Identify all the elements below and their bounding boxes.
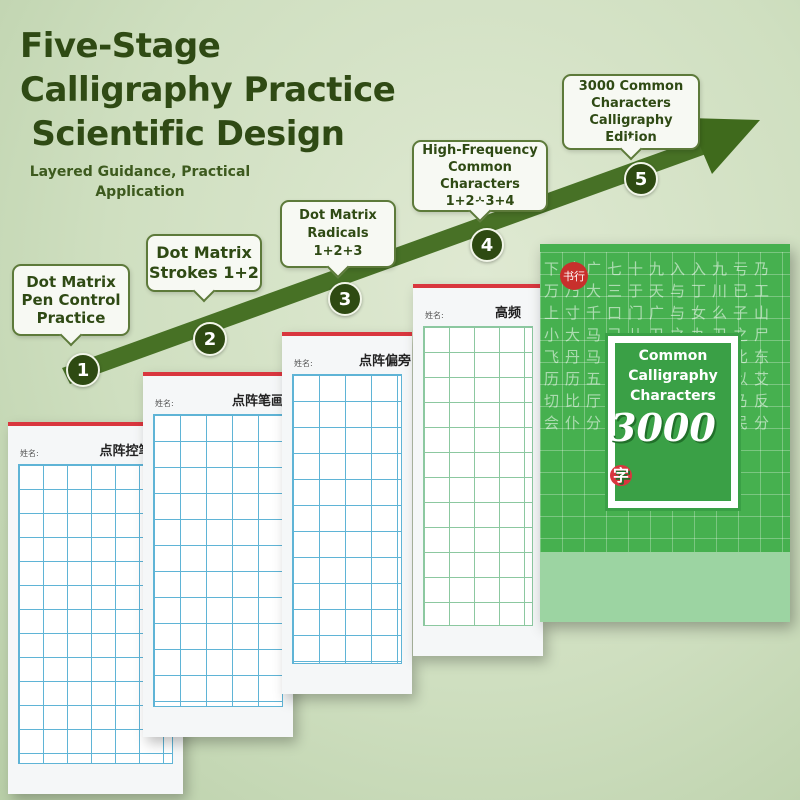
- stage-label-line: Characters: [440, 177, 520, 192]
- cover-number-suffix: 字: [610, 464, 633, 486]
- stage-label-line: 1+2+3: [313, 244, 363, 259]
- stage-label-line: Common: [448, 160, 512, 175]
- stage-2-badge: 2: [193, 322, 227, 356]
- stage-3-bubble: Dot Matrix Radicals 1+2+3: [280, 200, 396, 268]
- stage-label-line: Dot Matrix: [299, 208, 377, 223]
- stage-label-line: Edition: [605, 130, 657, 145]
- stage-label-line: Dot Matrix: [156, 243, 252, 262]
- stage-label-line: Dot Matrix: [26, 273, 116, 291]
- sheet-header: 点阵笔画: [231, 394, 284, 409]
- cover-label-line-1: Common: [638, 348, 708, 365]
- stage-4-bubble: High-Frequency Common Characters 1+2+3+4: [412, 140, 548, 212]
- stage-3-badge: 3: [328, 282, 362, 316]
- subtitle-line-1: Layered Guidance, Practical: [29, 164, 251, 180]
- stage-label-line: Practice: [36, 309, 106, 327]
- stage-label-line: Strokes 1+2: [149, 263, 259, 282]
- stage-label-line: Calligraphy: [589, 113, 673, 128]
- subtitle-line-2: Application: [95, 184, 185, 200]
- sheet-header: 高频: [494, 306, 521, 321]
- dot-matrix-grid: [292, 374, 402, 664]
- page-title: Five-Stage Calligraphy Practice Scientif…: [20, 24, 396, 156]
- sheet-header: 点阵偏旁: [358, 354, 411, 369]
- stage-label-line: Pen Control: [21, 291, 121, 309]
- stage-label-line: Characters: [591, 96, 671, 111]
- stage-2-bubble: Dot Matrix Strokes 1+2: [146, 234, 262, 292]
- title-line-3: Scientific Design: [20, 114, 345, 154]
- sheet-name-label: 姓名:: [425, 311, 444, 320]
- title-line-1: Five-Stage: [20, 26, 221, 66]
- stage-label-line: Radicals: [307, 226, 369, 241]
- title-line-2: Calligraphy Practice: [20, 70, 396, 110]
- cover-label: Common Calligraphy Characters: [628, 346, 718, 406]
- dot-matrix-grid: [153, 414, 283, 707]
- cover-seal: 书行: [560, 262, 588, 290]
- cover-label-line-2: Calligraphy: [628, 368, 718, 385]
- stage-label-line: High-Frequency: [422, 143, 538, 158]
- worksheet-strokes: 点阵笔画 姓名:: [143, 372, 293, 737]
- sheet-name-label: 姓名:: [294, 359, 313, 368]
- stage-5-badge: 5: [624, 162, 658, 196]
- sheet-header: 点阵控笔: [99, 444, 152, 459]
- cover-number: 3000: [610, 405, 716, 451]
- cover-label-line-3: Characters: [630, 388, 716, 405]
- subtitle: Layered Guidance, Practical Application: [20, 162, 260, 202]
- worksheet-high-frequency: 高频 姓名:: [413, 284, 543, 656]
- character-grid: [423, 326, 533, 626]
- book-cover: 下才广七十九入入九亏乃万乃大三于天与丁川已工上寸千口门广与女么子山小大马己儿卫之…: [540, 244, 790, 622]
- sheet-name-label: 姓名:: [20, 449, 39, 458]
- stage-5-bubble: 3000 Common Characters Calligraphy Editi…: [562, 74, 700, 150]
- cover-title-panel: Common Calligraphy Characters 3000 字: [605, 333, 741, 511]
- worksheet-radicals: 点阵偏旁 姓名:: [282, 332, 412, 694]
- cover-big-number: 3000 字: [610, 406, 736, 498]
- stage-1-badge: 1: [66, 353, 100, 387]
- stage-label-line: 3000 Common: [578, 79, 684, 94]
- cover-bottom-band: [540, 552, 790, 622]
- stage-1-bubble: Dot Matrix Pen Control Practice: [12, 264, 130, 336]
- stage-4-badge: 4: [470, 228, 504, 262]
- stage-label-line: 1+2+3+4: [445, 194, 515, 209]
- sheet-name-label: 姓名:: [155, 399, 174, 408]
